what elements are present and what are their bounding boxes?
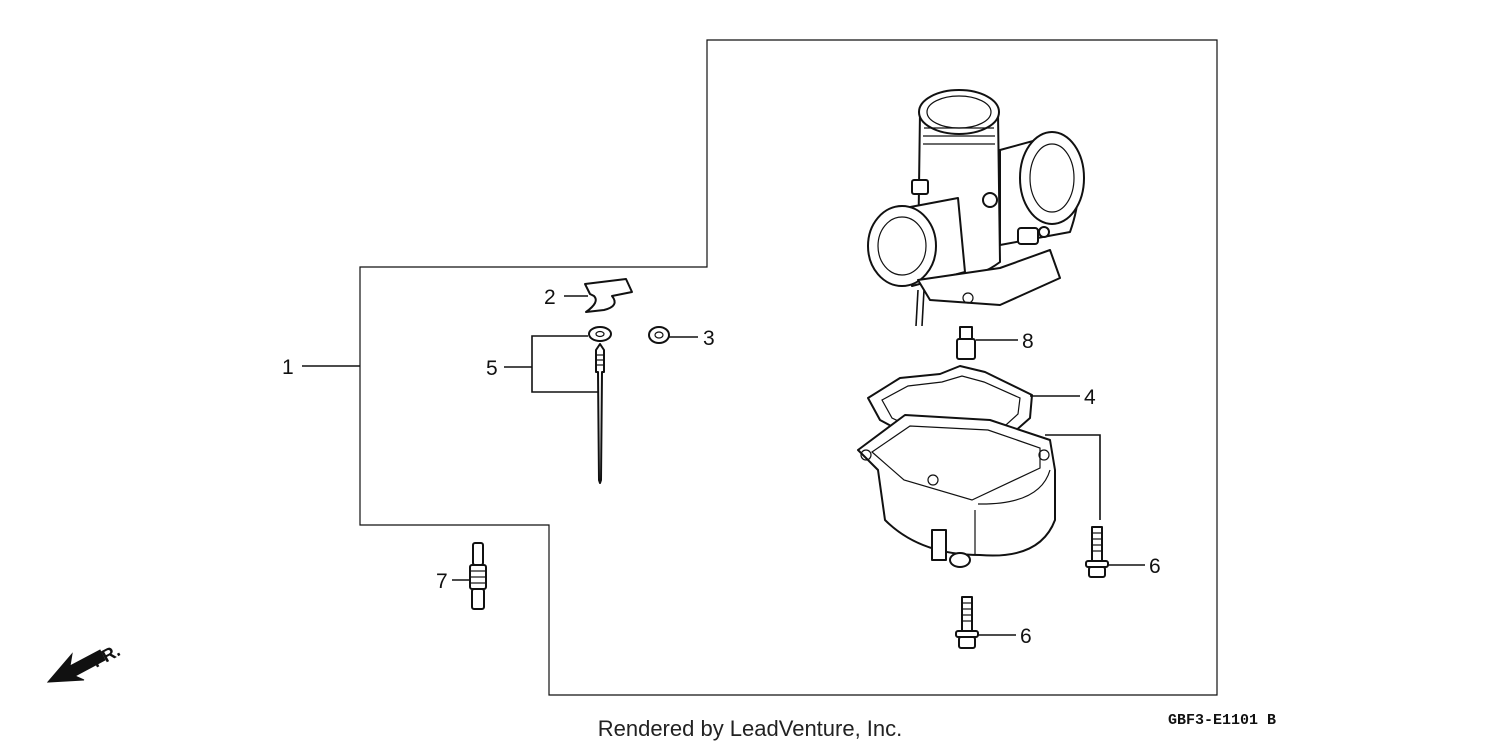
callout-3: 3	[703, 327, 715, 350]
pilot-jet-part	[469, 542, 487, 610]
callout-2: 2	[544, 286, 556, 309]
callout-8: 8	[1022, 330, 1034, 353]
clip-part	[584, 278, 633, 313]
drawing-code: GBF3-E1101 B	[1168, 712, 1277, 729]
callout-5: 5	[486, 357, 498, 380]
callout-7: 7	[436, 570, 448, 593]
assembly-boundary	[359, 39, 1218, 696]
nut-part	[648, 326, 670, 344]
main-jet-part	[956, 326, 976, 360]
jet-needle-part	[588, 326, 612, 484]
screw-part-lower	[955, 596, 979, 649]
float-chamber-part	[857, 414, 1056, 568]
carburetor-body	[867, 89, 1085, 327]
callout-1: 1	[282, 356, 294, 379]
leader-5-bracket	[531, 335, 598, 393]
callout-4: 4	[1084, 386, 1096, 409]
front-direction-label: FR.	[88, 640, 123, 671]
screw-part-upper	[1085, 526, 1109, 578]
front-direction-arrow: FR.	[46, 640, 123, 683]
leader-bowl-screw	[1045, 434, 1101, 520]
rendered-by-credit: Rendered by LeadVenture, Inc.	[597, 716, 903, 741]
callout-6-lower: 6	[1020, 625, 1032, 648]
callout-6-upper: 6	[1149, 555, 1161, 578]
